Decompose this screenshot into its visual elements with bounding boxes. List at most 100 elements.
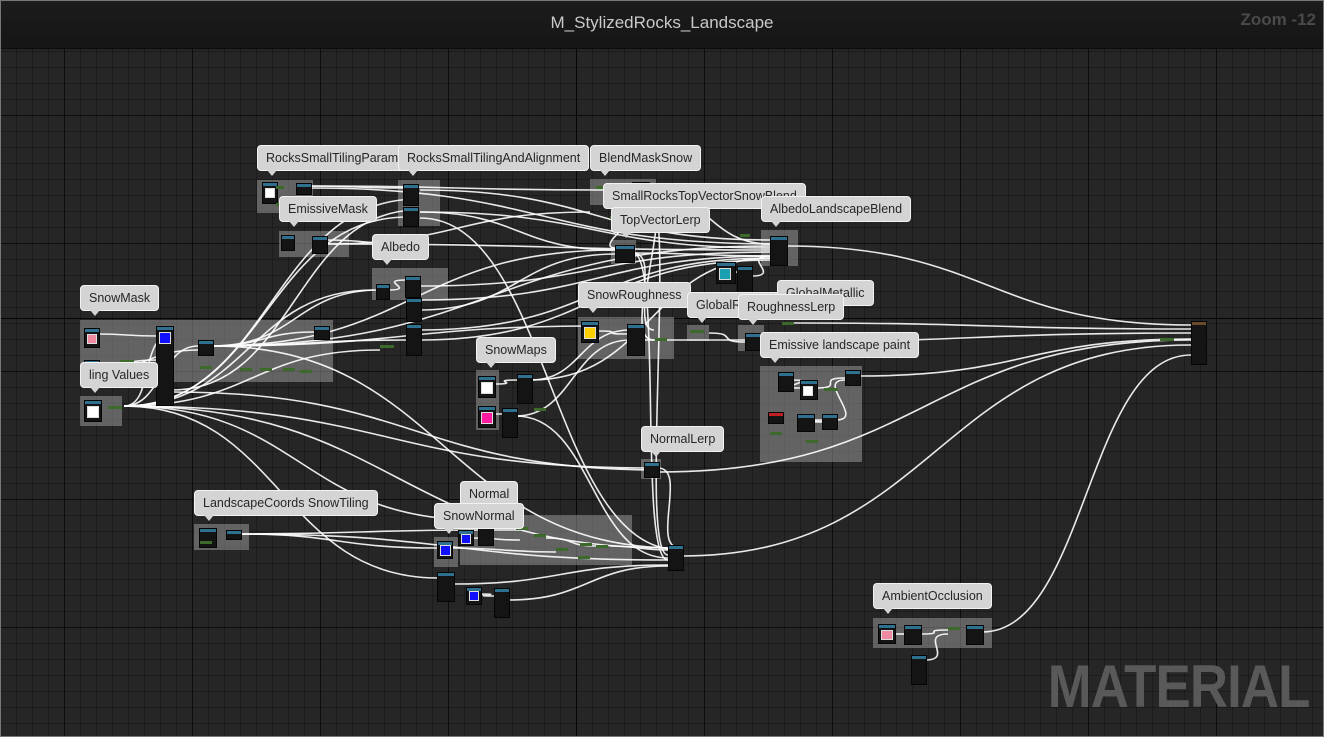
input-pin[interactable] xyxy=(655,338,667,341)
node-snow-normal-blue[interactable] xyxy=(437,541,453,559)
node-rocks-small-tiling-multiply[interactable] xyxy=(296,183,312,195)
input-pin[interactable] xyxy=(260,368,272,371)
node-albedo-landscape-blend[interactable] xyxy=(770,236,788,266)
node-snow-maps-b[interactable] xyxy=(478,406,496,428)
wire xyxy=(751,255,771,277)
node-detail-normal-sample[interactable] xyxy=(494,588,510,618)
node-emissive-mask-texcoord[interactable] xyxy=(281,235,295,251)
node-emissive-paint-red[interactable] xyxy=(768,412,784,424)
input-pin[interactable] xyxy=(806,440,818,443)
node-landscape-coords-mul[interactable] xyxy=(226,530,242,540)
node-ambient-occlusion-color[interactable] xyxy=(878,624,896,644)
input-pin[interactable] xyxy=(120,360,134,363)
input-pin[interactable] xyxy=(200,541,212,544)
input-pin[interactable] xyxy=(534,408,546,411)
node-top-vector-lerp[interactable] xyxy=(615,245,635,263)
node-albedo-cyan-texture[interactable] xyxy=(716,262,736,284)
comment-label-landscape-coords-snow-tiling[interactable]: LandscapeCoords SnowTiling xyxy=(194,490,378,521)
node-snow-mask-blue[interactable] xyxy=(156,326,174,406)
color-swatch xyxy=(265,188,275,198)
input-pin[interactable] xyxy=(782,322,794,325)
input-pin[interactable] xyxy=(108,406,122,409)
node-albedo-sample-a[interactable] xyxy=(405,276,421,298)
node-snow-mask-color-a[interactable] xyxy=(84,328,100,348)
node-ambient-occlusion-math[interactable] xyxy=(966,625,984,645)
node-emissive-paint-c[interactable] xyxy=(845,370,861,386)
node-emissive-paint-a[interactable] xyxy=(778,372,794,392)
input-pin[interactable] xyxy=(516,527,528,530)
input-pin[interactable] xyxy=(534,534,546,537)
node-emissive-mask-sample[interactable] xyxy=(312,236,328,254)
input-pin[interactable] xyxy=(200,366,212,369)
node-normal-lerp[interactable] xyxy=(644,462,660,478)
node-emissive-paint-d[interactable] xyxy=(797,414,815,432)
comment-label-snow-roughness[interactable]: SnowRoughness xyxy=(578,282,691,313)
input-pin[interactable] xyxy=(300,370,312,373)
input-pin[interactable] xyxy=(380,345,394,348)
input-pin[interactable] xyxy=(596,186,608,189)
node-tiling-align-a[interactable] xyxy=(403,184,419,206)
comment-label-roughness-lerp[interactable]: RoughnessLerp xyxy=(738,294,845,325)
wire xyxy=(387,279,407,291)
comment-label-rocks-small-tiling-and-alignment[interactable]: RocksSmallTilingAndAlignment xyxy=(398,145,590,176)
input-pin[interactable] xyxy=(1160,338,1174,341)
comment-box-global-roughness[interactable] xyxy=(687,325,709,341)
node-normal-blue[interactable] xyxy=(458,530,474,546)
input-pin[interactable] xyxy=(824,388,838,391)
input-pin[interactable] xyxy=(740,234,750,237)
node-albedo-sample-c[interactable] xyxy=(406,324,422,356)
input-pin[interactable] xyxy=(283,368,295,371)
node-snow-mask-math-a[interactable] xyxy=(198,340,214,356)
node-material-output[interactable] xyxy=(1191,321,1207,365)
wire xyxy=(309,185,605,191)
comment-label-emissive-landscape-paint[interactable]: Emissive landscape paint xyxy=(760,332,920,363)
wire xyxy=(924,633,949,661)
wire xyxy=(515,415,669,559)
node-snow-roughness-yellow[interactable] xyxy=(581,321,599,343)
node-snow-maps-sample-b[interactable] xyxy=(502,408,518,438)
node-roughness-lerp[interactable] xyxy=(745,333,761,351)
wire xyxy=(419,251,771,287)
node-tiling-values-param[interactable] xyxy=(84,400,102,422)
node-snow-normal-sample[interactable] xyxy=(437,572,455,602)
wire xyxy=(123,405,479,521)
comment-label-tiling-values[interactable]: ling Values xyxy=(80,362,159,393)
input-pin[interactable] xyxy=(596,545,608,548)
node-detail-normal-blue[interactable] xyxy=(466,587,482,605)
comment-label-ambient-occlusion[interactable]: AmbientOcclusion xyxy=(873,583,992,614)
comment-label-albedo[interactable]: Albedo xyxy=(372,234,429,265)
input-pin[interactable] xyxy=(948,627,960,630)
comment-label-snow-maps[interactable]: SnowMaps xyxy=(476,337,556,368)
comment-label-normal-lerp[interactable]: NormalLerp xyxy=(641,426,725,457)
comment-label-snow-mask[interactable]: SnowMask xyxy=(80,285,160,316)
node-landscape-coords[interactable] xyxy=(199,528,217,548)
node-tiling-align-b[interactable] xyxy=(403,207,419,227)
comment-label-emissive-mask[interactable]: EmissiveMask xyxy=(279,196,377,227)
comment-label-snow-normal[interactable]: SnowNormal xyxy=(434,503,524,534)
node-ambient-occlusion-tex[interactable] xyxy=(911,655,927,685)
input-pin[interactable] xyxy=(580,543,592,546)
node-snow-maps-sample-a[interactable] xyxy=(517,374,533,404)
node-snow-maps-a[interactable] xyxy=(478,376,496,398)
input-pin[interactable] xyxy=(276,186,284,189)
node-snow-roughness-math[interactable] xyxy=(627,324,645,356)
node-emissive-paint-e[interactable] xyxy=(822,414,838,430)
node-albedo-lerp-mid[interactable] xyxy=(737,266,753,294)
wire xyxy=(419,189,771,241)
node-ambient-occlusion-sample[interactable] xyxy=(904,625,922,645)
node-albedo-sample-b[interactable] xyxy=(406,298,422,322)
input-pin[interactable] xyxy=(690,330,704,333)
node-albedo-texcoord[interactable] xyxy=(376,284,390,300)
node-normal-output[interactable] xyxy=(668,545,684,571)
node-emissive-paint-b[interactable] xyxy=(800,380,818,400)
node-snow-mask-math-b[interactable] xyxy=(314,326,330,340)
node-rocks-small-tiling-param[interactable] xyxy=(262,182,278,204)
input-pin[interactable] xyxy=(556,548,568,551)
input-pin[interactable] xyxy=(770,432,782,435)
input-pin[interactable] xyxy=(240,368,252,371)
comment-label-albedo-landscape-blend[interactable]: AlbedoLandscapeBlend xyxy=(761,196,912,227)
comment-label-top-vector-lerp[interactable]: TopVectorLerp xyxy=(611,207,710,238)
input-pin[interactable] xyxy=(578,556,590,559)
comment-label-blend-mask-snow[interactable]: BlendMaskSnow xyxy=(590,145,702,176)
